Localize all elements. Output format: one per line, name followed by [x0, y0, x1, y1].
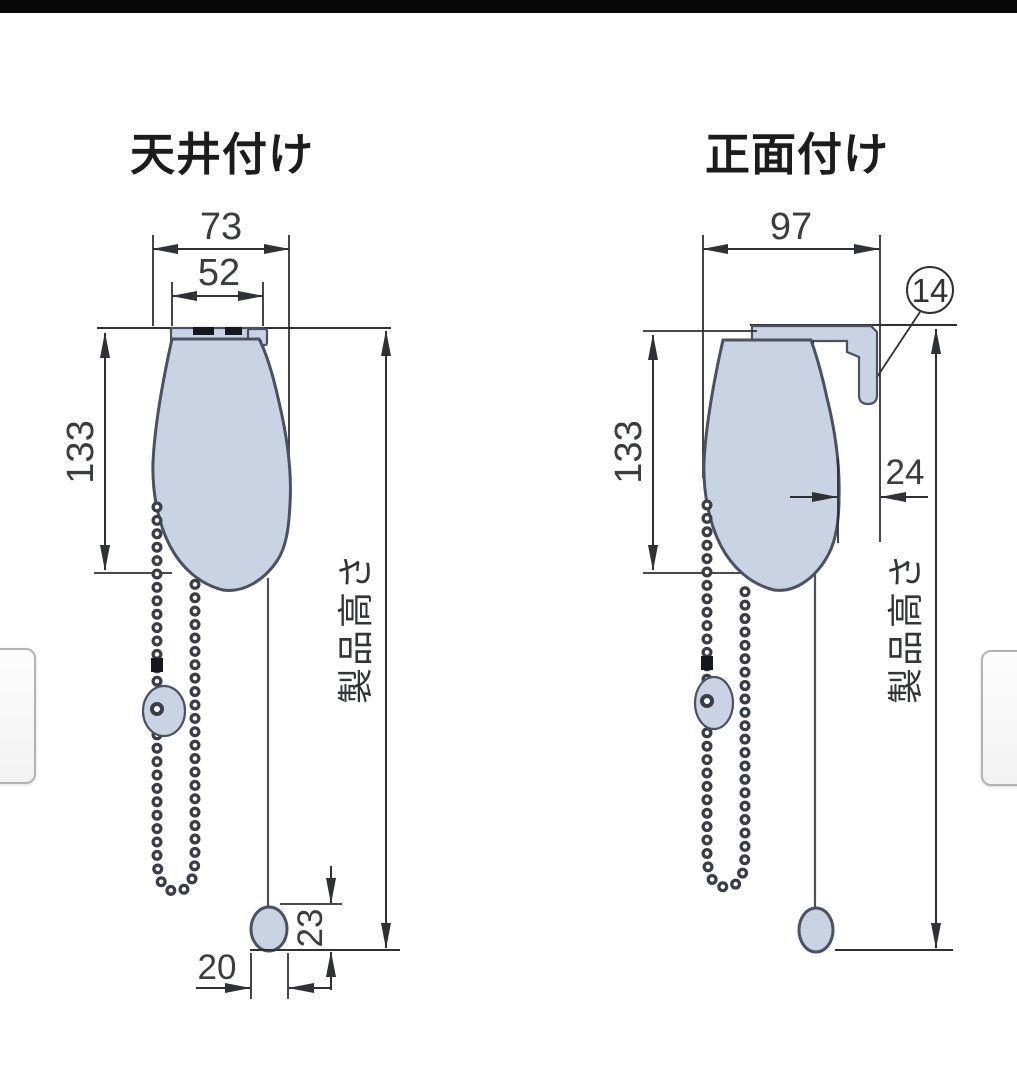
roller-body-left [151, 337, 292, 592]
dimension-133-left: 133 [60, 332, 172, 574]
dimension-20: 20 [196, 948, 330, 999]
carousel-prev-button[interactable] [0, 648, 36, 784]
dim-20-value: 20 [198, 948, 237, 987]
chain-link-left [151, 658, 163, 672]
carousel-next-button[interactable] [981, 650, 1017, 786]
dim-73-value: 73 [200, 206, 242, 248]
cord-weight-right [797, 906, 835, 954]
right-diagram-title: 正面付け [704, 129, 889, 180]
roller-body-right [702, 338, 841, 592]
callout-leader-line [876, 311, 921, 378]
dimension-52: 52 [171, 252, 264, 326]
dimension-97: 97 [702, 206, 881, 542]
dim-23-value: 23 [291, 909, 330, 948]
dim-133-right-value: 133 [608, 420, 650, 483]
part-number-value: 14 [912, 272, 949, 309]
dimension-133-right: 133 [608, 330, 757, 574]
part-callout-14: 14 [876, 266, 954, 378]
product-height-label-right: 製品高さ [885, 552, 926, 704]
dimension-23: 23 [280, 866, 342, 990]
face-mount-diagram: 97 14 133 [608, 206, 957, 954]
dim-52-value: 52 [198, 252, 240, 294]
top-black-bar [0, 0, 1017, 13]
dimension-24: 24 [790, 453, 928, 543]
dimension-product-height-left: 製品高さ [335, 330, 391, 949]
bead-chain-left [141, 501, 201, 897]
dim-97-value: 97 [770, 206, 812, 248]
chain-connector-ball-right [693, 675, 735, 731]
cord-weight-left [249, 905, 289, 953]
dimension-product-height-right: 製品高さ [885, 328, 941, 949]
ceiling-mount-diagram: 73 52 133 [60, 206, 400, 999]
dimension-73: 73 [152, 206, 290, 492]
face-bracket [750, 324, 879, 406]
bead-chain-right [693, 499, 751, 893]
chain-link-right [701, 656, 713, 670]
dim-133-left-value: 133 [60, 420, 102, 483]
chain-connector-ball-left [141, 684, 187, 738]
dim-24-value: 24 [886, 453, 925, 492]
left-diagram-title: 天井付け [129, 129, 314, 180]
product-height-label-left: 製品高さ [335, 552, 376, 704]
